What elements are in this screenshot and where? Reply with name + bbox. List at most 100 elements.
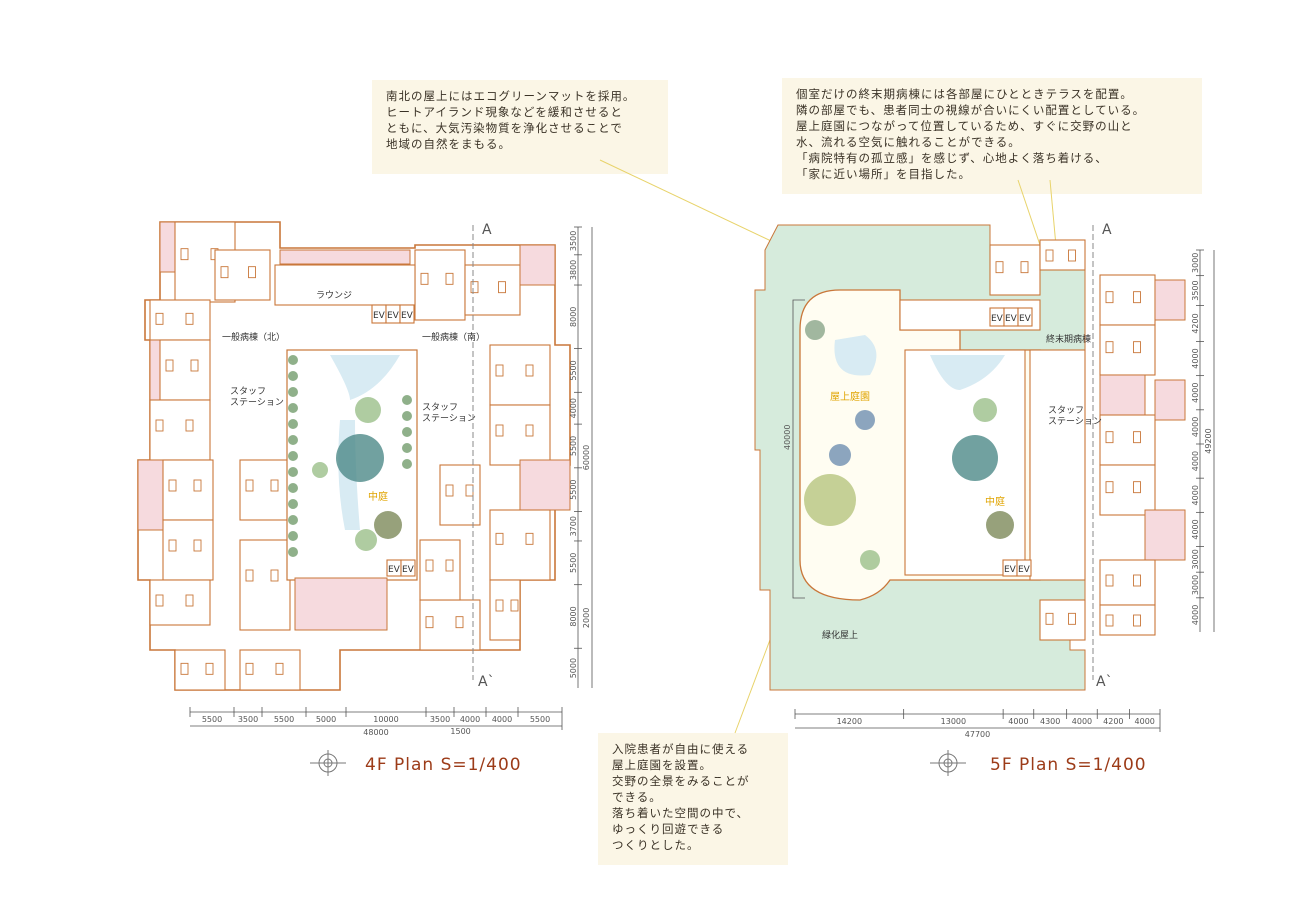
dimension-text: 4000 — [1191, 451, 1200, 471]
bed-icon — [425, 616, 434, 629]
dimension-text: 4000 — [1135, 717, 1155, 726]
terrace — [137, 459, 164, 531]
label-courtyard: 中庭 — [368, 490, 388, 503]
dimension-text: 5500 — [569, 480, 578, 500]
terrace — [279, 249, 411, 265]
terrace — [1154, 279, 1186, 321]
bed-icon — [1068, 249, 1076, 262]
plan-title-5f: 5F Plan S=1/400 — [990, 755, 1147, 775]
tree-icon — [860, 550, 880, 570]
label-staff-station: スタッフ — [422, 402, 458, 413]
pond — [930, 355, 1005, 390]
bed-icon — [445, 484, 454, 497]
leader-line — [599, 159, 791, 251]
label-staff-station: ステーション — [230, 397, 284, 408]
bed-icon — [165, 359, 174, 372]
patient-room — [464, 264, 521, 316]
dimension-text: 3000 — [1191, 253, 1200, 273]
bed-icon — [425, 559, 434, 572]
note-line: ともに、大気汚染物質を浄化させることで — [386, 121, 623, 135]
label-ev: EV — [1019, 314, 1032, 324]
dimension-text: 4200 — [1191, 313, 1200, 333]
label-ev: EV — [373, 311, 386, 321]
bed-icon — [1105, 291, 1114, 304]
shrub-icon — [288, 483, 298, 493]
tree-icon — [355, 397, 381, 423]
bed-icon — [1133, 614, 1141, 627]
north-arrow-icon — [310, 750, 346, 776]
label-staff-station: ステーション — [422, 413, 476, 424]
note-line: 「病院特有の孤立感」を感じず、心地よく落ち着ける、 — [796, 151, 1108, 165]
plan-4f: ラウンジ 一般病棟（北） 一般病棟（南） スタッフ ステーション スタッフ ステ… — [137, 221, 593, 776]
shrub-icon — [288, 435, 298, 445]
dimension-text: 5500 — [530, 715, 550, 724]
dimension-text: 4000 — [1008, 717, 1028, 726]
dimension-text: 10000 — [373, 715, 398, 724]
patient-room — [1099, 414, 1156, 466]
dimension-text: 4000 — [1191, 519, 1200, 539]
terrace — [519, 459, 571, 511]
patient-room — [149, 579, 211, 626]
dimension-text: 5000 — [316, 715, 336, 724]
note-line: 南北の屋上にはエコグリーンマットを採用。 — [386, 89, 636, 103]
patient-room — [1099, 604, 1156, 636]
patient-room — [489, 404, 551, 466]
patient-room — [1099, 324, 1156, 376]
dimension-text: 4000 — [569, 398, 578, 418]
shrub-icon — [402, 427, 412, 437]
note-line: 入院患者が自由に使える — [612, 742, 750, 756]
patient-room — [214, 249, 271, 301]
label-ev: EV — [388, 565, 401, 575]
dimension-text: 5500 — [274, 715, 294, 724]
shrub-icon — [402, 459, 412, 469]
shrub-icon — [288, 467, 298, 477]
bed-icon — [185, 312, 194, 325]
label-staff-station: スタッフ — [1048, 405, 1084, 416]
dimension-total: 60000 — [582, 445, 591, 470]
note-line: 「家に近い場所」を目指した。 — [796, 167, 971, 181]
tree-icon — [855, 410, 875, 430]
bed-icon — [155, 312, 164, 325]
tree-icon — [374, 511, 402, 539]
shrub-icon — [288, 499, 298, 509]
dimension-text: 13000 — [941, 717, 966, 726]
dimension-text: 3500 — [569, 231, 578, 251]
rooms — [137, 221, 571, 691]
elevators: EV EV EV EV EV — [989, 307, 1033, 577]
bed-icon — [445, 559, 454, 572]
patient-room — [489, 509, 551, 581]
dimension-text: 8000 — [569, 307, 578, 327]
dimension-text: 4000 — [1191, 348, 1200, 368]
section-mark: A — [482, 222, 492, 238]
bed-icon — [495, 532, 504, 545]
bed-icon — [193, 539, 202, 552]
note-line: 地域の自然をまもる。 — [386, 137, 511, 151]
bed-icon — [1020, 261, 1029, 274]
patient-room — [419, 599, 481, 651]
section-mark: A — [1102, 222, 1112, 238]
note-line: ヒートアイランド現象などを緩和させると — [386, 105, 623, 119]
note-line: 屋上庭園を設置。 — [612, 758, 712, 772]
dimension-text: 3800 — [569, 260, 578, 280]
dimension-text: 4000 — [1191, 383, 1200, 403]
note-line: できる。 — [612, 790, 662, 804]
bed-icon — [1133, 481, 1141, 494]
dimension-text: 3500 — [1191, 280, 1200, 300]
dimension-text: 4000 — [1191, 485, 1200, 505]
dimension-total: 49200 — [1204, 428, 1213, 453]
bed-icon — [420, 272, 429, 285]
bed-icon — [510, 599, 519, 612]
bed-icon — [1133, 431, 1141, 444]
note-line: 屋上庭園につながって位置しているため、すぐに交野の山と — [796, 119, 1133, 133]
dimension-total: 47700 — [965, 730, 990, 739]
section-mark: A` — [1096, 674, 1113, 690]
patient-room — [162, 519, 214, 581]
label-ward-south: 一般病棟（南） — [422, 331, 485, 343]
shrub-icon — [288, 403, 298, 413]
bed-icon — [185, 594, 194, 607]
bed-icon — [1105, 574, 1114, 587]
dimension-text: 4000 — [492, 715, 512, 724]
roof-terrace — [294, 577, 388, 631]
